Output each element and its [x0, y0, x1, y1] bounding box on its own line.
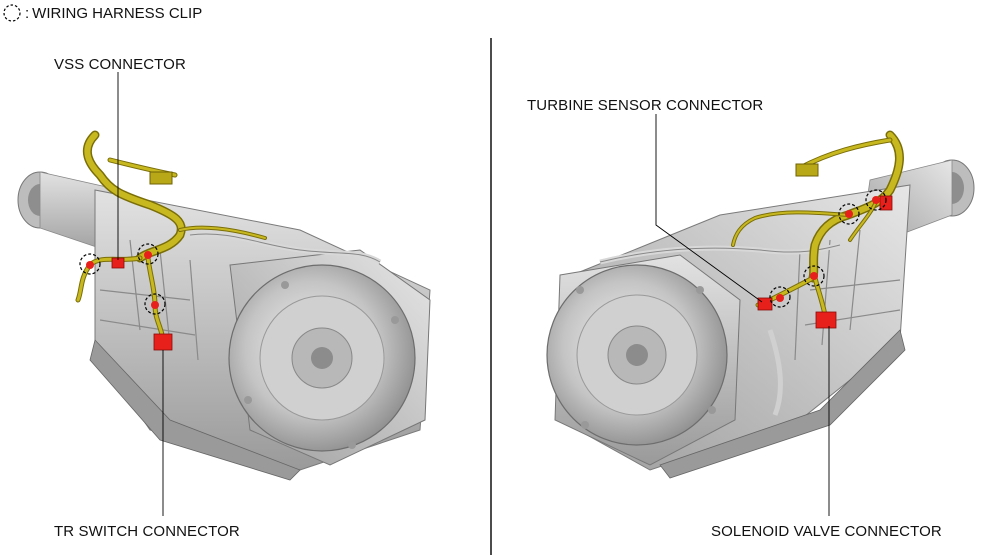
legend-text: WIRING HARNESS CLIP — [32, 4, 203, 22]
harness-clip-1 — [79, 253, 101, 275]
solenoid-valve-connector — [815, 311, 837, 329]
left-transmission — [17, 72, 431, 516]
tr-switch-connector-label: TR SWITCH CONNECTOR — [54, 523, 240, 540]
solenoid-valve-connector-label: SOLENOID VALVE CONNECTOR — [711, 523, 942, 540]
right-transmission — [546, 114, 975, 516]
harness-clip-3 — [144, 293, 166, 315]
harness-clip-7 — [865, 189, 887, 211]
dashed-circle-icon — [3, 4, 21, 22]
vss-connector-label: VSS CONNECTOR — [54, 56, 186, 73]
legend-separator: : — [25, 4, 30, 22]
turbine-sensor-connector — [757, 297, 773, 311]
tr-switch-connector — [153, 333, 173, 351]
harness-clip-4 — [769, 286, 791, 308]
legend: : WIRING HARNESS CLIP — [2, 3, 202, 23]
turbine-sensor-connector-label: TURBINE SENSOR CONNECTOR — [527, 97, 764, 114]
harness-clip-5 — [803, 265, 825, 287]
turbine-leader-line — [655, 114, 763, 303]
harness-clip-6 — [838, 203, 860, 225]
harness-clip-2 — [137, 243, 159, 265]
